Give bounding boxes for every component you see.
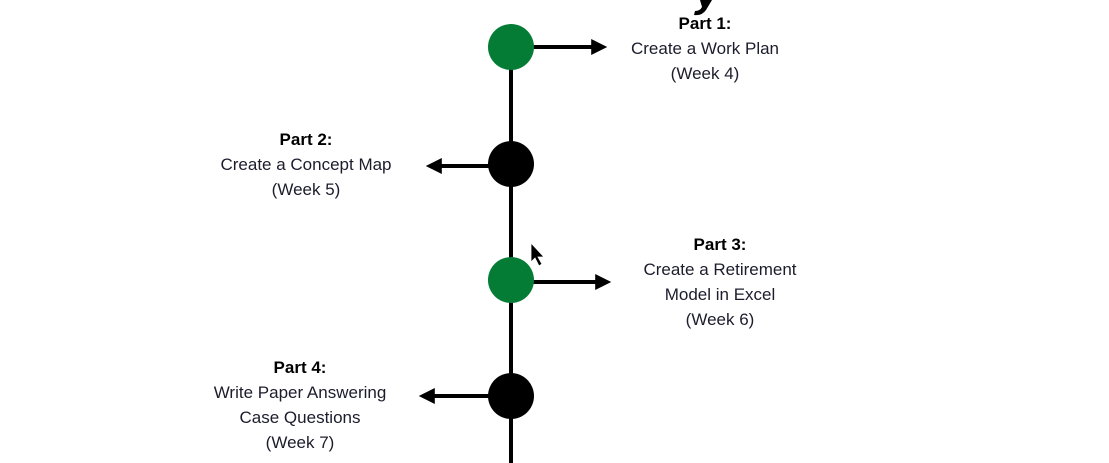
milestone-label-part-2: Part 2: Create a Concept Map (Week 5): [220, 127, 391, 202]
week-text: (Week 6): [685, 310, 755, 329]
milestone-node-part-3: [488, 257, 534, 303]
task-text: Create a Concept Map: [220, 155, 392, 174]
task-text: Create a Work Plan: [630, 39, 780, 58]
task-text: Model in Excel: [664, 285, 776, 304]
week-text: (Week 4): [670, 64, 740, 83]
task-text: Create a Retirement: [643, 260, 797, 279]
part-title: Part 3:: [693, 235, 747, 254]
milestone-label-part-1: Part 1: Create a Work Plan (Week 4): [631, 11, 779, 86]
milestone-label-part-3: Part 3: Create a Retirement Model in Exc…: [643, 232, 796, 332]
milestone-node-part-1: [488, 24, 534, 70]
part-title: Part 1:: [678, 14, 732, 33]
part-title: Part 4:: [273, 358, 327, 377]
week-text: (Week 7): [265, 433, 335, 452]
task-text: Case Questions: [239, 408, 361, 427]
milestone-label-part-4: Part 4: Write Paper Answering Case Quest…: [214, 355, 387, 455]
task-text: Write Paper Answering: [213, 383, 387, 402]
milestone-node-part-4: [488, 373, 534, 419]
week-text: (Week 5): [271, 180, 341, 199]
part-title: Part 2:: [279, 130, 333, 149]
milestone-node-part-2: [488, 141, 534, 187]
mouse-cursor-icon: [530, 241, 545, 267]
title-fragment: [694, 0, 712, 16]
